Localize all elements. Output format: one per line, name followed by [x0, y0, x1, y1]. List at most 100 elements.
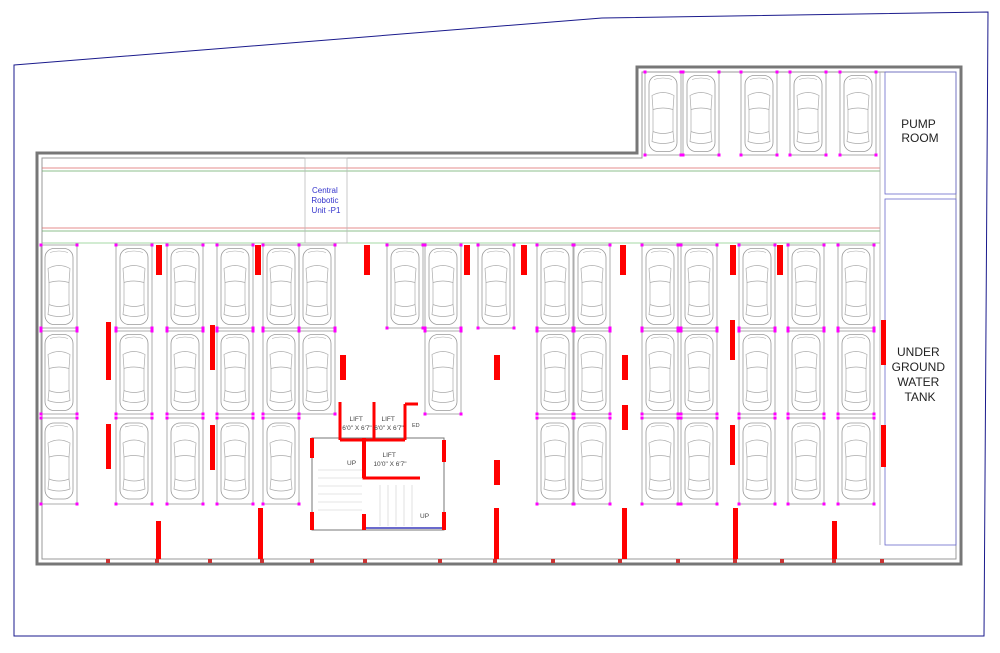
parking-bay: [786, 329, 826, 416]
parking-bay: [572, 329, 612, 416]
wall-column-stubs: [106, 559, 884, 563]
column-stub: [676, 559, 680, 563]
parking-bay: [114, 243, 154, 330]
car-icon: [220, 422, 250, 500]
water-tank-label: UNDER GROUND WATER TANK: [892, 345, 949, 404]
structural-column: [255, 245, 261, 275]
car-icon: [684, 422, 714, 500]
parking-bay: [535, 416, 575, 506]
car-icon: [841, 334, 871, 411]
structural-column: [832, 521, 837, 559]
parking-bay: [737, 243, 777, 330]
parking-bay: [165, 243, 205, 330]
car-icon: [302, 248, 332, 325]
column-stub: [493, 559, 497, 563]
parking-bay: [739, 70, 779, 157]
car-icon: [428, 334, 458, 411]
car-icon: [119, 248, 149, 325]
parking-bay: [679, 329, 719, 416]
parking-bay: [39, 416, 79, 506]
structural-column: [258, 508, 263, 559]
pump-room: [884, 71, 957, 195]
parking-bay: [215, 243, 255, 330]
column-stub: [832, 559, 836, 563]
car-icon: [742, 422, 772, 500]
parking-bay: [215, 329, 255, 416]
lift-3-label: LIFT 10'0" X 6'7": [373, 452, 407, 468]
structural-column: [777, 245, 783, 275]
parking-bay: [737, 416, 777, 506]
parking-bay: [385, 243, 425, 330]
column-stub: [880, 559, 884, 563]
parking-bay: [836, 416, 876, 506]
structural-column: [620, 245, 626, 275]
structural-column: [106, 322, 111, 380]
parking-bay: [643, 70, 683, 157]
car-icon: [686, 75, 716, 152]
site-boundary: [13, 11, 989, 637]
parking-bays: [39, 70, 878, 506]
inner-wall: [41, 71, 957, 560]
car-icon: [119, 422, 149, 500]
structural-column: [210, 425, 215, 470]
parking-bay: [476, 243, 516, 330]
stair-up-label: UP: [347, 460, 356, 467]
water-tank: [884, 198, 957, 546]
parking-bay: [165, 416, 205, 506]
car-icon: [119, 334, 149, 411]
parking-bay: [261, 416, 301, 506]
car-icon: [44, 334, 74, 411]
car-icon: [742, 248, 772, 325]
column-stub: [363, 559, 367, 563]
lift-1-label: LIFT 6'0" X 6'7": [342, 416, 372, 432]
car-icon: [266, 334, 296, 411]
column-stub: [438, 559, 442, 563]
parking-bay: [114, 329, 154, 416]
lift-2-label: LIFT 6'0" X 6'7": [374, 416, 404, 432]
structural-column: [494, 508, 499, 559]
column-stub: [106, 559, 110, 563]
structural-column: [881, 320, 886, 365]
structural-column: [156, 245, 162, 275]
ed-label: ED: [412, 423, 420, 429]
column-stub: [155, 559, 159, 563]
column-stub: [310, 559, 314, 563]
car-icon: [577, 422, 607, 500]
car-icon: [266, 248, 296, 325]
car-icon: [302, 334, 332, 411]
structural-column: [364, 245, 370, 275]
car-icon: [791, 422, 821, 500]
column-stub: [260, 559, 264, 563]
car-icon: [648, 75, 678, 152]
parking-bay: [737, 329, 777, 416]
parking-bay: [838, 70, 878, 157]
parking-bay: [261, 243, 301, 330]
structural-column: [730, 320, 735, 360]
outer-wall: [35, 65, 963, 566]
parking-bay: [535, 243, 575, 330]
parking-bay: [786, 416, 826, 506]
parking-bay: [679, 243, 719, 330]
structural-column: [464, 245, 470, 275]
car-icon: [428, 248, 458, 325]
structural-column: [340, 355, 346, 380]
column-stub: [733, 559, 737, 563]
parking-bay: [423, 329, 463, 416]
parking-bay: [788, 70, 828, 157]
stair-up-label: UP: [420, 513, 429, 520]
structural-column: [210, 325, 215, 370]
car-icon: [577, 334, 607, 411]
parking-bay: [215, 416, 255, 506]
car-icon: [44, 248, 74, 325]
parking-bay: [39, 329, 79, 416]
car-icon: [791, 248, 821, 325]
parking-bay: [165, 329, 205, 416]
car-icon: [540, 334, 570, 411]
column-stub: [618, 559, 622, 563]
car-icon: [540, 422, 570, 500]
structural-column: [622, 508, 627, 559]
structural-column: [156, 521, 161, 559]
parking-bay: [572, 243, 612, 330]
parking-bay: [572, 416, 612, 506]
